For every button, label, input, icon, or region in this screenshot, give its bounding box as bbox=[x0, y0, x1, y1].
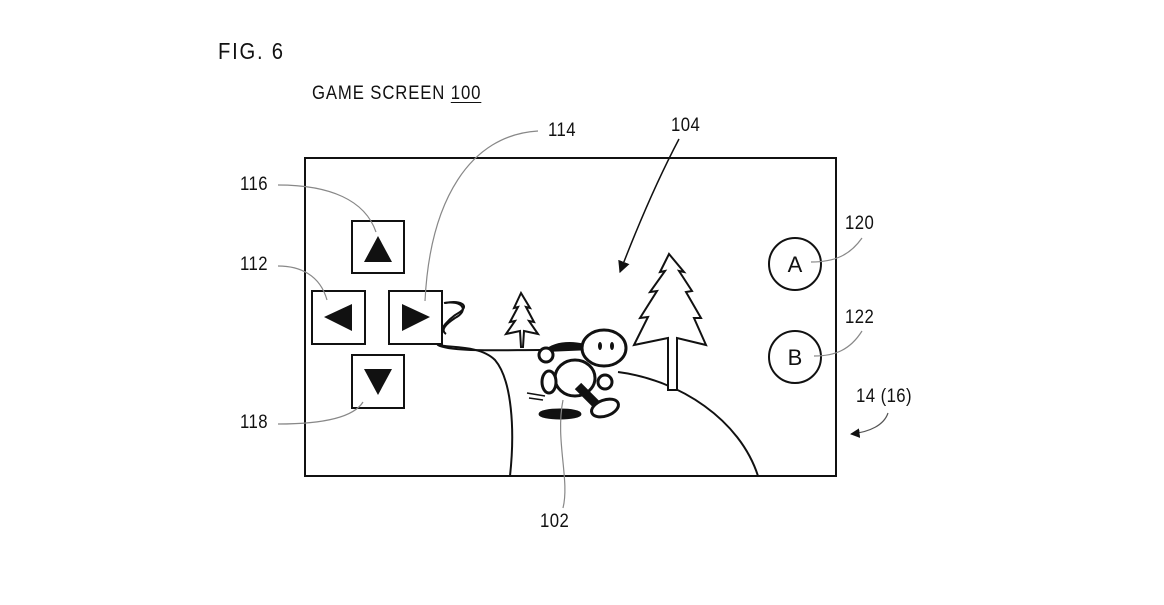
down-key[interactable] bbox=[351, 354, 405, 409]
leader-118 bbox=[277, 401, 364, 425]
ref-label-down-key: 118 bbox=[240, 412, 268, 433]
leader-120 bbox=[810, 237, 863, 263]
character-foot-front bbox=[590, 397, 620, 419]
leader-116 bbox=[277, 184, 377, 233]
character-hand-back bbox=[537, 346, 555, 364]
path-loop bbox=[442, 301, 464, 335]
ref-label-character: 102 bbox=[540, 511, 570, 532]
player-character bbox=[526, 328, 628, 420]
leader-112 bbox=[277, 265, 328, 301]
left-key[interactable] bbox=[311, 290, 366, 345]
up-key[interactable] bbox=[351, 220, 405, 274]
a-button[interactable]: A bbox=[768, 237, 822, 291]
figure-label: FIG. 6 bbox=[218, 38, 285, 64]
triangle-left-icon bbox=[324, 304, 352, 331]
triangle-right-icon bbox=[402, 304, 430, 331]
character-eye-left bbox=[598, 342, 602, 350]
character-eye-right bbox=[610, 342, 614, 350]
leader-114 bbox=[424, 130, 539, 302]
leader-102 bbox=[560, 399, 566, 509]
triangle-up-icon bbox=[364, 236, 392, 262]
character-foot-back bbox=[540, 369, 558, 395]
character-shadow bbox=[538, 408, 582, 420]
b-button[interactable]: B bbox=[768, 330, 822, 384]
character-hand-front bbox=[596, 373, 614, 391]
ref-label-left-key: 112 bbox=[240, 254, 268, 275]
character-head bbox=[580, 328, 628, 368]
small-tree bbox=[503, 290, 541, 348]
screen-title: GAME SCREEN 100 bbox=[312, 83, 481, 105]
arrow-104 bbox=[618, 138, 680, 274]
winding-path-right-edge bbox=[437, 344, 541, 352]
a-button-label: A bbox=[788, 252, 803, 277]
big-tree bbox=[632, 252, 708, 391]
ref-label-background: 104 bbox=[671, 115, 701, 136]
character-leg-front bbox=[574, 382, 601, 409]
right-key[interactable] bbox=[388, 290, 443, 345]
arrow-device bbox=[850, 412, 889, 438]
b-button-label: B bbox=[788, 345, 803, 370]
background-scenery bbox=[435, 252, 759, 477]
game-screen-frame bbox=[304, 157, 837, 477]
hill-line bbox=[617, 371, 759, 477]
character-speed-lines bbox=[526, 392, 546, 401]
screen-ref-number: 100 bbox=[450, 83, 482, 104]
ref-label-device: 14 (16) bbox=[856, 386, 913, 407]
leader-122 bbox=[813, 330, 863, 357]
character-body bbox=[553, 358, 597, 398]
leader-lines bbox=[277, 130, 863, 509]
screen-title-text: GAME SCREEN bbox=[312, 83, 446, 104]
ref-label-right-key: 114 bbox=[548, 120, 576, 141]
ref-label-up-key: 116 bbox=[240, 174, 268, 195]
ref-label-b-button: 122 bbox=[845, 307, 875, 328]
triangle-down-icon bbox=[364, 369, 392, 395]
ref-label-a-button: 120 bbox=[845, 213, 875, 234]
